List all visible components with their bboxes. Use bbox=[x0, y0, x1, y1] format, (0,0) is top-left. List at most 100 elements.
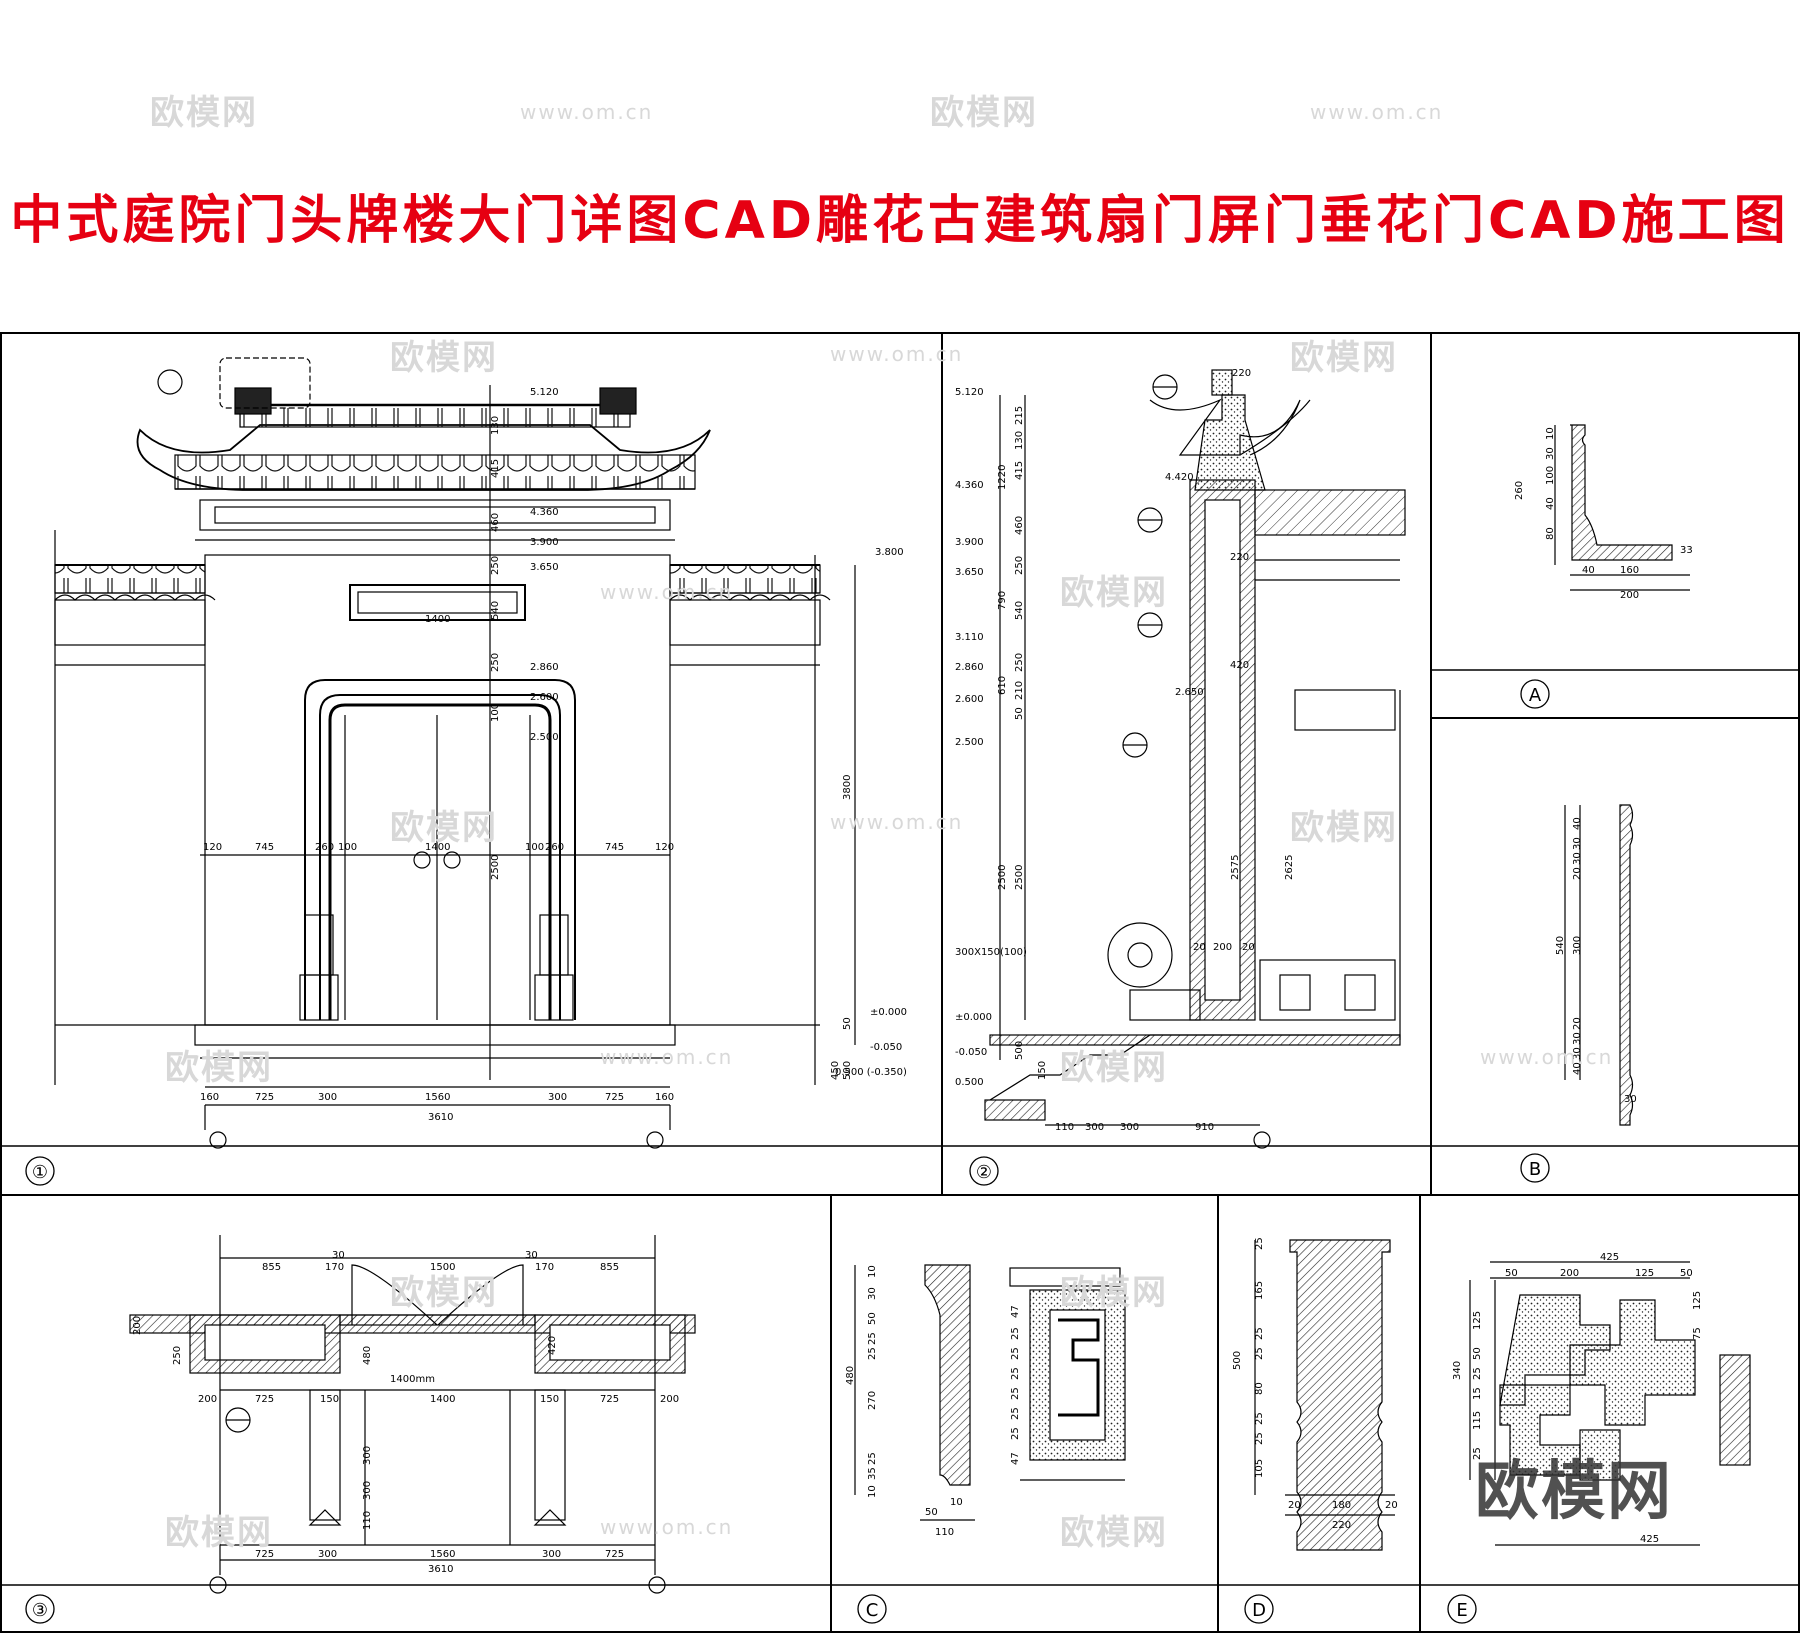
elev1-bdim: 160 bbox=[200, 1092, 219, 1103]
detail-d-vdim: 25 bbox=[1254, 1327, 1265, 1340]
elev1-vdim: 450 bbox=[830, 1061, 841, 1080]
sec2-vdim: 2575 bbox=[1230, 855, 1241, 880]
elev1-bdim: 300 bbox=[318, 1092, 337, 1103]
detail-c-hdim: 50 bbox=[925, 1507, 938, 1518]
sec2-vdim: 540 bbox=[1014, 601, 1025, 620]
detail-a-dim: 160 bbox=[1620, 565, 1639, 576]
sec2-level: 3.650 bbox=[955, 567, 984, 578]
panel-label-c: C bbox=[866, 1600, 879, 1621]
sec2-hdim: 110 bbox=[1055, 1122, 1074, 1133]
detail-a-dim: 10 bbox=[1545, 427, 1556, 440]
elev1-bdim: 300 bbox=[548, 1092, 567, 1103]
detail-d-drawing bbox=[1254, 1239, 1395, 1551]
sec2-hdim: 20 bbox=[1193, 942, 1206, 953]
panel-label-3: ③ bbox=[32, 1600, 48, 1621]
sec2-level: 2.500 bbox=[955, 737, 984, 748]
detail-d-hdim: 220 bbox=[1332, 1520, 1351, 1531]
plan3-bottom-dim: 300 bbox=[542, 1549, 561, 1560]
elev1-vdim: 460 bbox=[490, 513, 501, 532]
detail-d-vdim: 80 bbox=[1254, 1382, 1265, 1395]
sec2-vdim: 150 bbox=[1037, 1061, 1048, 1080]
elev1-hdim: 1400 bbox=[425, 842, 450, 853]
elev1-vdim: 130 bbox=[490, 416, 501, 435]
elev1-level: 2.600 bbox=[530, 692, 559, 703]
sec2-level: 4.420 bbox=[1165, 472, 1194, 483]
watermark-logo: 欧模网 bbox=[1290, 338, 1398, 378]
detail-e-drawing bbox=[1469, 1261, 1751, 1546]
sec2-hdim: 420 bbox=[1230, 660, 1249, 671]
detail-e-hdim: 125 bbox=[1635, 1268, 1654, 1279]
detail-b-dim: 30 bbox=[1572, 1047, 1583, 1060]
elev1-bdim: 1560 bbox=[425, 1092, 450, 1103]
sec2-hdim: 200 bbox=[1213, 942, 1232, 953]
sec2-level: 4.360 bbox=[955, 480, 984, 491]
watermark-logo: 欧模网 bbox=[390, 1273, 498, 1313]
detail-d-hdim: 20 bbox=[1385, 1500, 1398, 1511]
page-title: 中式庭院门头牌楼大门详图CAD雕花古建筑扇门屏门垂花门CAD施工图 bbox=[10, 191, 1790, 251]
elev1-vdim: 250 bbox=[490, 556, 501, 575]
sec2-hdim: 910 bbox=[1195, 1122, 1214, 1133]
plan3-bottom-dim: 725 bbox=[255, 1549, 274, 1560]
plan3-top-dim: 855 bbox=[600, 1262, 619, 1273]
sec2-level: 2.600 bbox=[955, 694, 984, 705]
watermark-logo: 欧模网 bbox=[1060, 1273, 1168, 1313]
detail-e-vdim: 125 bbox=[1472, 1311, 1483, 1330]
detail-a-dim: 33 bbox=[1680, 545, 1693, 556]
plan3-top-dim: 170 bbox=[535, 1262, 554, 1273]
section-2-drawing bbox=[984, 369, 1406, 1149]
plan3-top-dim: 1500 bbox=[430, 1262, 455, 1273]
sec2-vdim: 1220 bbox=[997, 465, 1008, 490]
elev1-level: 3.800 bbox=[875, 547, 904, 558]
sec2-vdim: 610 bbox=[997, 676, 1008, 695]
plan3-mid-dim: 725 bbox=[600, 1394, 619, 1405]
detail-b-dim: 30 bbox=[1624, 1094, 1637, 1105]
sec2-vdim: 250 bbox=[1014, 653, 1025, 672]
detail-a-drawing bbox=[1554, 424, 1690, 591]
detail-a-dim: 30 bbox=[1545, 447, 1556, 460]
sec2-hdim: 300 bbox=[1085, 1122, 1104, 1133]
elev1-hdim: 120 bbox=[655, 842, 674, 853]
elevation-1-annotations: 5.120 4.360 3.900 3.650 2.860 2.600 2.50… bbox=[200, 387, 907, 1123]
watermark-url: www.om.cn bbox=[600, 1045, 734, 1069]
detail-e-cut: 425 bbox=[1640, 1534, 1659, 1545]
sec2-vdim: 50 bbox=[1014, 707, 1025, 720]
sec2-vdim: 2500 bbox=[1014, 865, 1025, 890]
detail-e-vdim: 25 bbox=[1472, 1447, 1483, 1460]
elev1-vdim: 540 bbox=[490, 601, 501, 620]
watermark-logo: 欧模网 bbox=[1060, 1048, 1168, 1088]
plan3-vdim: 300 bbox=[362, 1446, 373, 1465]
panel-label-a: A bbox=[1529, 685, 1542, 706]
detail-e-vdim: 340 bbox=[1452, 1361, 1463, 1380]
detail-b-dim: 30 bbox=[1572, 1032, 1583, 1045]
elev1-hdim: 100 bbox=[338, 842, 357, 853]
plan3-note: 1400mm bbox=[390, 1374, 435, 1385]
plan3-mid-dim: 150 bbox=[320, 1394, 339, 1405]
detail-e-vdim: 15 bbox=[1472, 1387, 1483, 1400]
detail-b-dim: 20 bbox=[1572, 1017, 1583, 1030]
sec2-vdim: 210 bbox=[1014, 681, 1025, 700]
detail-c-vdim: 25 bbox=[867, 1347, 878, 1360]
plan3-vdim: 480 bbox=[362, 1346, 373, 1365]
detail-a-dim: 100 bbox=[1545, 466, 1556, 485]
sec2-level: -0.050 bbox=[955, 1047, 987, 1058]
elevation-1-drawing bbox=[54, 357, 856, 1149]
elev1-bdim: 725 bbox=[255, 1092, 274, 1103]
elev1-vdim: 2500 bbox=[490, 855, 501, 880]
watermark-url: www.om.cn bbox=[1480, 1045, 1614, 1069]
detail-d-vdim: 25 bbox=[1254, 1347, 1265, 1360]
detail-c-vdim: 25 bbox=[867, 1452, 878, 1465]
plan3-mid-dim: 200 bbox=[660, 1394, 679, 1405]
detail-b-dim: 540 bbox=[1555, 936, 1566, 955]
plan3-mid-dim: 1400 bbox=[430, 1394, 455, 1405]
elev1-hdim: 100 bbox=[525, 842, 544, 853]
elev1-level: 3.900 bbox=[530, 537, 559, 548]
detail-c-vdim: 270 bbox=[867, 1391, 878, 1410]
detail-d-hdim: 20 bbox=[1288, 1500, 1301, 1511]
watermark-logo: 欧模网 bbox=[165, 1513, 273, 1553]
detail-e-vdim: 50 bbox=[1472, 1347, 1483, 1360]
sec2-vdim: 250 bbox=[1014, 556, 1025, 575]
watermark-url: www.om.cn bbox=[600, 1515, 734, 1539]
sec2-vdim: 2625 bbox=[1284, 855, 1295, 880]
detail-e-vdim: 25 bbox=[1472, 1367, 1483, 1380]
watermark-url: www.om.cn bbox=[520, 100, 654, 124]
